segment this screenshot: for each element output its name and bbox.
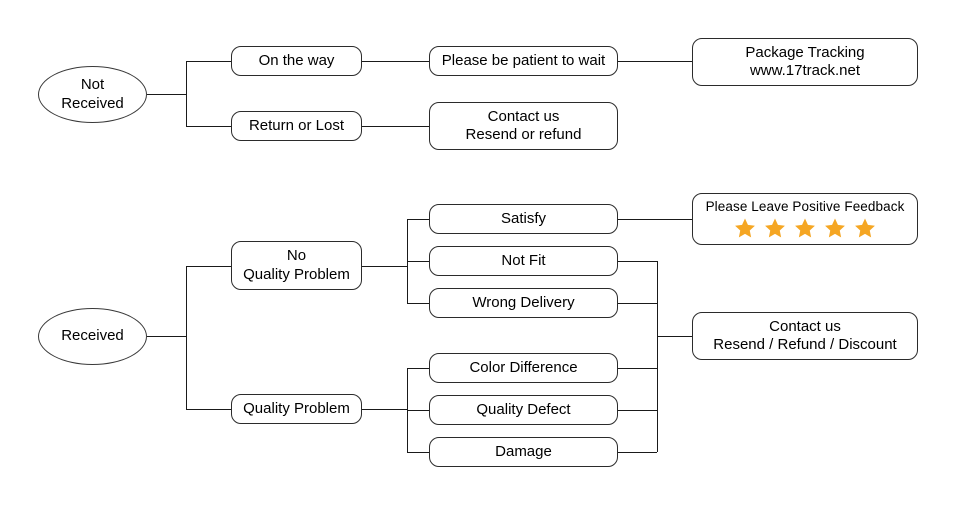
star-icon[interactable] [854, 217, 876, 239]
node-on-the-way[interactable]: On the way [231, 46, 362, 76]
node-contact-resend-refund-discount-label: Contact us Resend / Refund / Discount [713, 317, 897, 353]
connector-notfit-to-merge [618, 261, 657, 262]
connector-merge-to-contact [657, 336, 692, 337]
node-no-quality-problem[interactable]: No Quality Problem [231, 241, 362, 290]
node-package-tracking-label: Package Tracking www.17track.net [745, 43, 865, 79]
node-contact-resend-refund-discount[interactable]: Contact us Resend / Refund / Discount [692, 312, 918, 360]
node-leave-positive-feedback[interactable]: Please Leave Positive Feedback [692, 193, 918, 245]
connector-qp-to-qualitydefect [407, 410, 429, 411]
connector-received-bar [186, 266, 187, 410]
node-satisfy-label: Satisfy [500, 209, 546, 227]
connector-not-received-bar [186, 61, 187, 127]
node-wrong-delivery-label: Wrong Delivery [472, 293, 575, 311]
node-not-fit-label: Not Fit [501, 251, 546, 269]
node-contact-resend-refund[interactable]: Contact us Resend or refund [429, 102, 618, 150]
connector-received-stem [147, 336, 186, 337]
node-on-the-way-label: On the way [258, 51, 335, 69]
node-return-or-lost[interactable]: Return or Lost [231, 111, 362, 141]
connector-damage-to-merge [618, 452, 657, 453]
node-quality-defect-label: Quality Defect [476, 400, 571, 418]
connector-not-received-stem [147, 94, 186, 95]
connector-qp-stem [362, 409, 407, 410]
node-contact-resend-refund-label: Contact us Resend or refund [465, 107, 582, 143]
connector-received-arm-bottom [186, 409, 231, 410]
connector-not-received-arm-bottom [186, 126, 231, 127]
node-quality-defect[interactable]: Quality Defect [429, 395, 618, 425]
node-please-be-patient[interactable]: Please be patient to wait [429, 46, 618, 76]
connector-qualitydefect-to-merge [618, 410, 657, 411]
node-color-difference[interactable]: Color Difference [429, 353, 618, 383]
node-not-received[interactable]: Not Received [38, 66, 147, 123]
connector-noqp-stem [362, 266, 407, 267]
node-damage[interactable]: Damage [429, 437, 618, 467]
connector-noqp-to-satisfy [407, 219, 429, 220]
node-damage-label: Damage [495, 442, 552, 460]
node-not-received-label: Not Received [61, 76, 124, 112]
connector-merge-bar [657, 261, 658, 452]
star-icon[interactable] [734, 217, 756, 239]
node-quality-problem[interactable]: Quality Problem [231, 394, 362, 424]
connector-colordifference-to-merge [618, 368, 657, 369]
feedback-label: Please Leave Positive Feedback [705, 199, 905, 215]
connector-returnorlost-to-contact [362, 126, 429, 127]
connector-noqp-to-notfit [407, 261, 429, 262]
node-wrong-delivery[interactable]: Wrong Delivery [429, 288, 618, 318]
star-icon[interactable] [824, 217, 846, 239]
star-icon[interactable] [764, 217, 786, 239]
connector-wrongdelivery-to-merge [618, 303, 657, 304]
node-no-quality-problem-label: No Quality Problem [243, 247, 350, 283]
connector-ontheway-to-wait [362, 61, 429, 62]
node-received-label: Received [61, 327, 124, 345]
node-not-fit[interactable]: Not Fit [429, 246, 618, 276]
node-color-difference-label: Color Difference [469, 358, 578, 376]
star-icon[interactable] [794, 217, 816, 239]
star-rating[interactable] [734, 217, 876, 239]
connector-qp-to-damage [407, 452, 429, 453]
node-quality-problem-label: Quality Problem [243, 399, 350, 417]
connector-wait-to-tracking [618, 61, 692, 62]
connector-qp-to-colordifference [407, 368, 429, 369]
connector-noqp-to-wrongdelivery [407, 303, 429, 304]
node-satisfy[interactable]: Satisfy [429, 204, 618, 234]
node-return-or-lost-label: Return or Lost [248, 116, 345, 134]
connector-not-received-arm-top [186, 61, 231, 62]
connector-satisfy-to-feedback [618, 219, 692, 220]
node-please-be-patient-label: Please be patient to wait [441, 51, 606, 69]
connector-received-arm-top [186, 266, 231, 267]
node-package-tracking[interactable]: Package Tracking www.17track.net [692, 38, 918, 86]
node-received[interactable]: Received [38, 308, 147, 365]
